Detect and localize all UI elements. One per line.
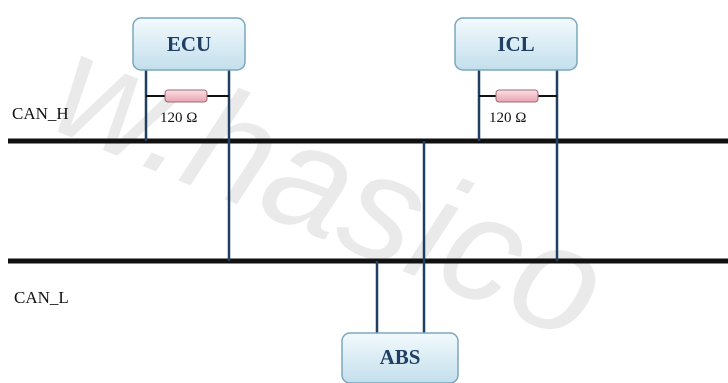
ecu-node: ECU [132, 17, 246, 71]
icl-termination-resistor: 120 Ω [479, 89, 557, 126]
icl-node: ICL [454, 17, 578, 71]
can-h-label: CAN_H [12, 104, 69, 123]
icl-label: ICL [497, 32, 534, 56]
ecu-resistor-value: 120 Ω [160, 110, 197, 126]
ecu-resistor-body [164, 89, 208, 103]
ecu-termination-resistor: 120 Ω [146, 89, 229, 126]
icl-resistor-value: 120 Ω [489, 110, 526, 126]
icl-resistor-body [495, 89, 539, 103]
ecu-label: ECU [167, 32, 211, 56]
abs-label: ABS [380, 345, 421, 369]
can-l-label: CAN_L [14, 288, 69, 307]
abs-node: ABS [341, 332, 459, 383]
